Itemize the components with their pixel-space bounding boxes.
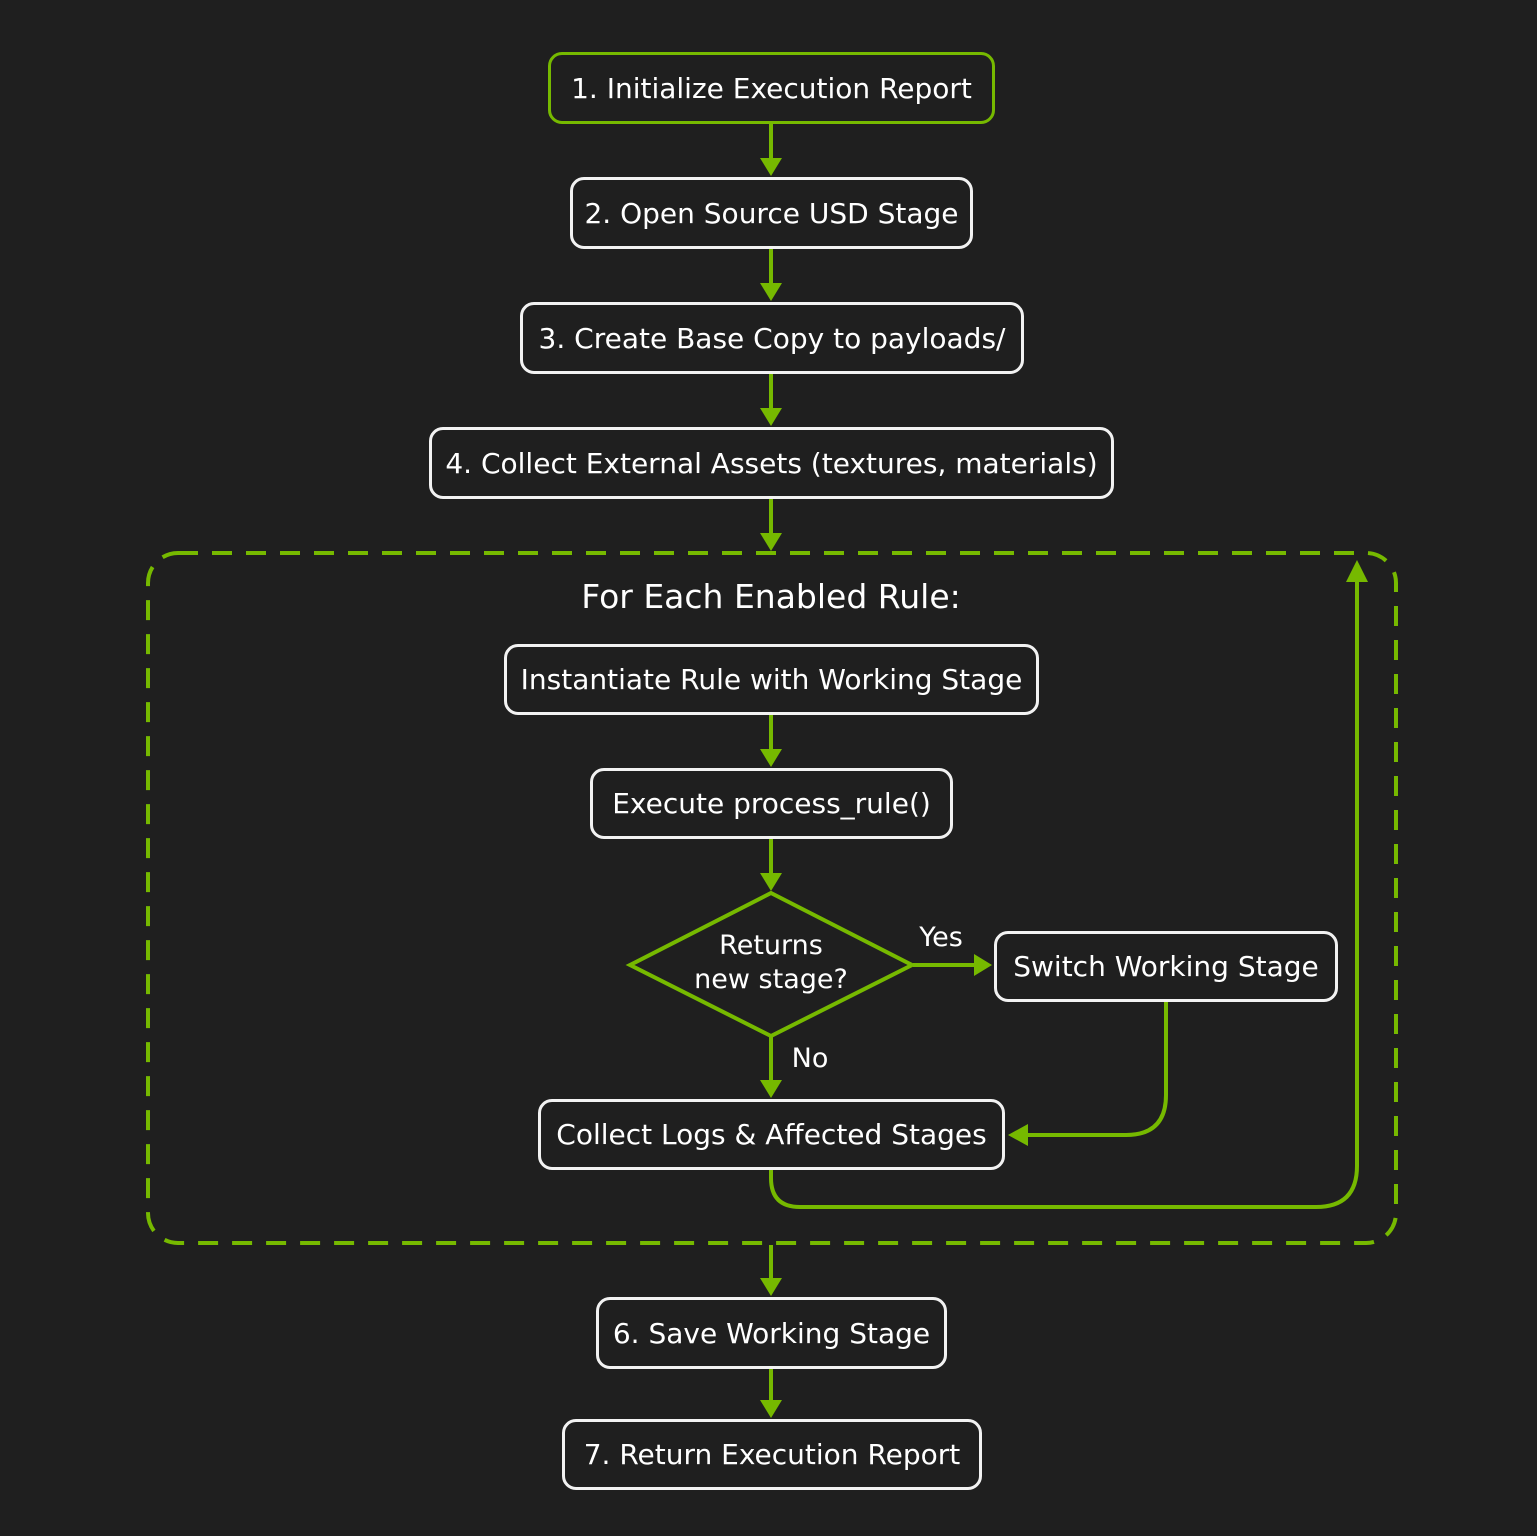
decision-line2: new stage? bbox=[694, 964, 848, 995]
step1-label: 1. Initialize Execution Report bbox=[571, 71, 972, 105]
collect-logs-box: Collect Logs & Affected Stages bbox=[538, 1099, 1005, 1170]
step3-box: 3. Create Base Copy to payloads/ bbox=[520, 302, 1024, 374]
step7-label: 7. Return Execution Report bbox=[583, 1438, 961, 1471]
loop-container bbox=[146, 551, 1398, 1245]
execute-rule-label: Execute process_rule() bbox=[612, 787, 931, 820]
step4-box: 4. Collect External Assets (textures, ma… bbox=[429, 427, 1114, 499]
step2-label: 2. Open Source USD Stage bbox=[584, 196, 959, 230]
step2-box: 2. Open Source USD Stage bbox=[570, 177, 973, 249]
arrowhead-step6 bbox=[760, 1278, 782, 1296]
step6-label: 6. Save Working Stage bbox=[612, 1316, 931, 1350]
step6-box: 6. Save Working Stage bbox=[596, 1297, 947, 1369]
no-label: No bbox=[791, 1043, 829, 1074]
arrowhead-decision bbox=[760, 873, 782, 891]
arrowhead-collect-from-switch bbox=[1008, 1124, 1028, 1146]
yes-label: Yes bbox=[919, 922, 963, 953]
arrowhead-step4 bbox=[760, 408, 782, 426]
arrowhead-collect bbox=[760, 1080, 782, 1098]
arrowhead-loop bbox=[760, 533, 782, 551]
instantiate-rule-box: Instantiate Rule with Working Stage bbox=[504, 644, 1039, 715]
decision-line1: Returns bbox=[719, 930, 823, 961]
step3-label: 3. Create Base Copy to payloads/ bbox=[538, 321, 1006, 355]
instantiate-rule-label: Instantiate Rule with Working Stage bbox=[520, 663, 1023, 696]
arrowhead-step7 bbox=[760, 1400, 782, 1418]
execute-rule-box: Execute process_rule() bbox=[590, 768, 953, 839]
collect-logs-label: Collect Logs & Affected Stages bbox=[556, 1118, 987, 1151]
arrowhead-loop-back bbox=[1346, 560, 1368, 582]
switch-stage-box: Switch Working Stage bbox=[994, 931, 1338, 1002]
step1-box: 1. Initialize Execution Report bbox=[548, 52, 995, 124]
arrowhead-execute bbox=[760, 749, 782, 767]
decision-diamond bbox=[625, 890, 917, 1039]
loop-title: For Each Enabled Rule: bbox=[581, 577, 961, 616]
loop-back-connector bbox=[769, 572, 1359, 1209]
arrowhead-step3 bbox=[760, 283, 782, 301]
decision-label: Returns new stage? bbox=[671, 929, 871, 997]
arrow-switch-to-collect bbox=[1018, 1002, 1168, 1137]
arrowhead-step2 bbox=[760, 158, 782, 176]
step7-box: 7. Return Execution Report bbox=[562, 1419, 982, 1490]
step4-label: 4. Collect External Assets (textures, ma… bbox=[445, 446, 1098, 480]
switch-stage-label: Switch Working Stage bbox=[1013, 950, 1319, 983]
arrowhead-switch bbox=[974, 954, 992, 976]
